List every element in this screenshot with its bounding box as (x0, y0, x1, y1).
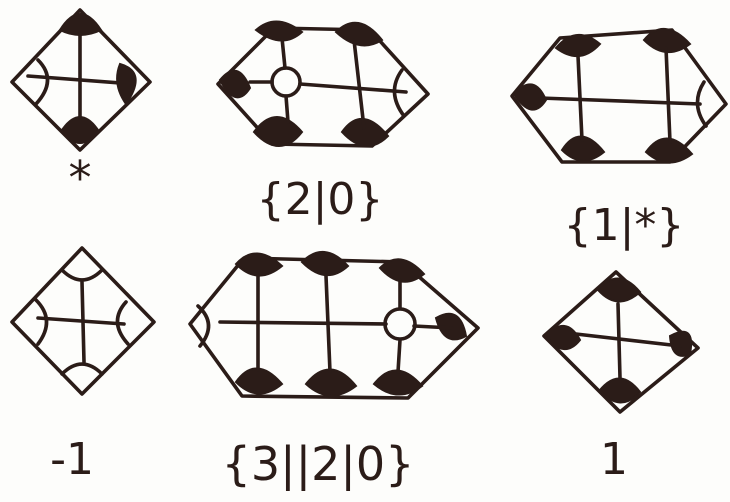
label-one: 1 (600, 434, 628, 485)
label-one-star: {1|*} (564, 200, 685, 251)
diagram-three-two-zero (190, 252, 478, 398)
diagram-minus-one (12, 248, 154, 394)
diagram-two-zero (218, 21, 428, 146)
diagram-star (12, 10, 150, 150)
diagram-one (544, 272, 698, 412)
label-three-two-zero: {3||2|0} (222, 437, 415, 492)
label-two-zero: {2|0} (257, 174, 384, 225)
diagram-one-star (512, 29, 726, 163)
label-minus-one: -1 (50, 434, 94, 485)
label-star: * (69, 151, 92, 205)
